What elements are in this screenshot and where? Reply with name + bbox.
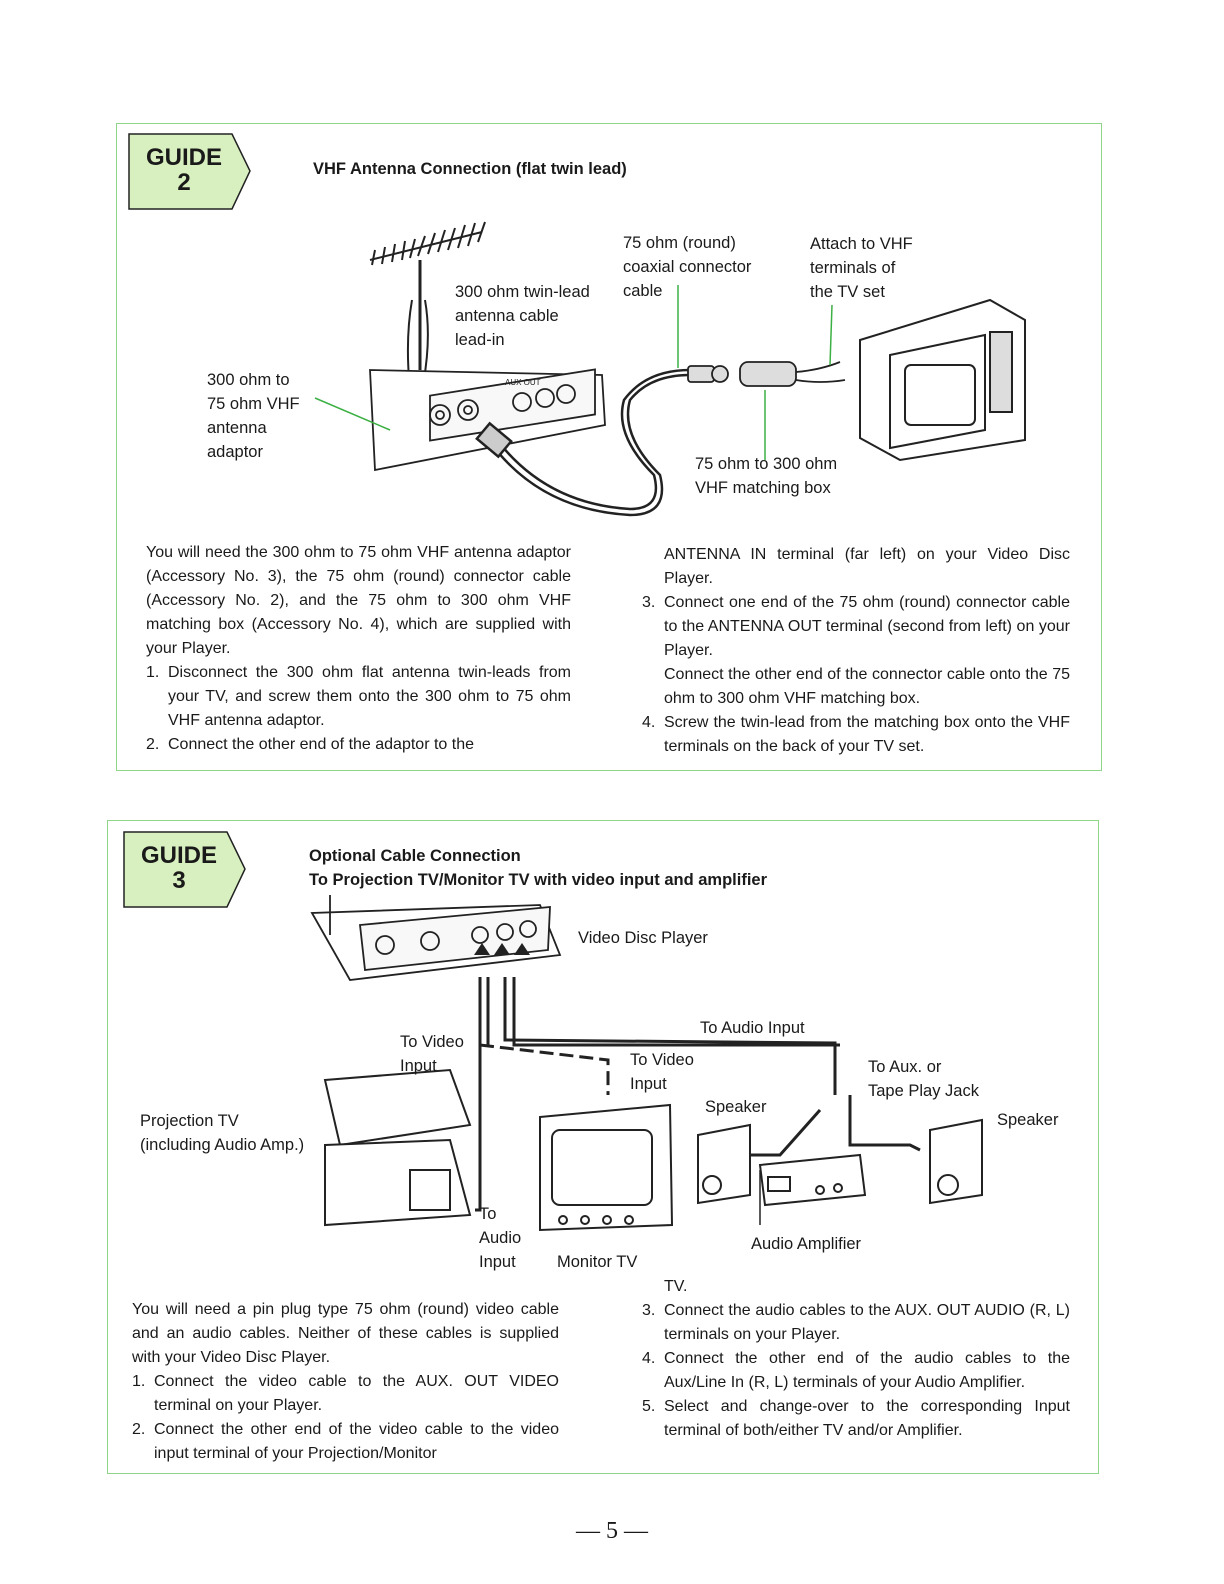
player-rear-panel-icon: AUX OUT	[369, 368, 606, 472]
guide-2-text-left: You will need the 300 ohm to 75 ohm VHF …	[146, 541, 571, 757]
guide-3-step-3: 3.Connect the audio cables to the AUX. O…	[642, 1302, 1070, 1343]
guide-3-tag: GUIDE 3	[123, 831, 255, 909]
guide-3-title-line2: To Projection TV/Monitor TV with video i…	[309, 871, 768, 889]
guide-3-text-left: You will need a pin plug type 75 ohm (ro…	[132, 1298, 559, 1466]
label-to-aux: To Aux. or Tape Play Jack	[868, 1058, 979, 1100]
guide-3-text-right: TV. 3.Connect the audio cables to the AU…	[642, 1275, 1070, 1443]
guide-3-step-1: 1.Connect the video cable to the AUX. OU…	[132, 1373, 559, 1414]
video-cable	[475, 977, 490, 1212]
leader-lines	[314, 285, 833, 460]
label-matching-box: 75 ohm to 300 ohm VHF matching box	[695, 455, 838, 497]
label-monitor-tv: Monitor TV	[557, 1253, 638, 1271]
guide-2-title: VHF Antenna Connection (flat twin lead)	[313, 160, 627, 178]
tv-set-icon	[859, 298, 1026, 462]
monitor-tv-icon	[539, 1103, 674, 1232]
label-speaker-right: Speaker	[997, 1111, 1059, 1129]
guide-2-step-4: 4.Screw the twin-lead from the matching …	[642, 714, 1070, 755]
guide-2-step-3-extra: Connect the other end of the connector c…	[664, 666, 1070, 707]
guide-2-number: 2	[177, 169, 191, 196]
guide-3-step-5: 5.Select and change-over to the correspo…	[642, 1398, 1070, 1439]
speaker-left-icon	[697, 1123, 751, 1205]
guide-2-step-2-continued: ANTENNA IN terminal (far left) on your V…	[664, 546, 1070, 587]
label-antenna-adaptor: 300 ohm to 75 ohm VHF antenna adaptor	[207, 371, 300, 461]
guide-3-word: GUIDE	[140, 842, 217, 869]
guide-3-number: 3	[172, 867, 186, 894]
label-projection-tv: Projection TV (including Audio Amp.)	[140, 1112, 305, 1154]
guide-2-intro: You will need the 300 ohm to 75 ohm VHF …	[146, 544, 571, 657]
guide-3-step-2-continued: TV.	[664, 1278, 688, 1295]
plug-arrows-icon	[474, 943, 530, 955]
guide-3-step-4: 4.Connect the other end of the audio cab…	[642, 1350, 1070, 1391]
guide-2-tag: GUIDE 2	[128, 133, 260, 211]
projection-tv-icon	[323, 1068, 472, 1227]
guide-2-text-right: ANTENNA IN terminal (far left) on your V…	[642, 543, 1070, 759]
guide-2-step-3: 3.Connect one end of the 75 ohm (round) …	[642, 594, 1070, 659]
audio-amplifier-icon	[758, 1153, 867, 1207]
speaker-right-icon	[929, 1118, 983, 1205]
guide-2-word: GUIDE	[145, 144, 222, 171]
guide-3-intro: You will need a pin plug type 75 ohm (ro…	[132, 1301, 559, 1366]
audio-cables	[479, 977, 921, 1157]
label-to-video-input-left: To Video Input	[400, 1033, 464, 1075]
guide-3-step-2: 2.Connect the other end of the video cab…	[132, 1421, 559, 1462]
svg-text:AUX OUT: AUX OUT	[505, 378, 541, 387]
label-to-video-input-mid: To Video Input	[630, 1051, 694, 1093]
label-to-audio-input-top: To Audio Input	[700, 1019, 805, 1037]
guide-2-step-1: 1.Disconnect the 300 ohm flat antenna tw…	[146, 664, 571, 729]
cable-connection-diagram	[310, 895, 983, 1232]
page-number: — 5 —	[576, 1518, 648, 1544]
label-audio-amplifier: Audio Amplifier	[751, 1235, 862, 1253]
label-to-audio-input-bottom: To Audio Input	[479, 1205, 522, 1271]
guide-2-step-2: 2.Connect the other end of the adaptor t…	[146, 736, 474, 753]
label-speaker-left: Speaker	[705, 1098, 767, 1116]
matching-box-icon	[687, 361, 846, 387]
coax-cable-icon	[475, 368, 691, 517]
label-attach-vhf: Attach to VHF terminals of the TV set	[810, 235, 913, 301]
label-video-disc-player: Video Disc Player	[578, 929, 708, 947]
guide-3-title-line1: Optional Cable Connection	[309, 847, 521, 865]
vhf-antenna-diagram: AUX OUT	[314, 221, 1026, 517]
label-300-ohm-cable: 300 ohm twin-lead antenna cable lead-in	[455, 283, 590, 349]
video-disc-player-icon	[310, 895, 562, 981]
label-coax-cable: 75 ohm (round) coaxial connector cable	[623, 234, 752, 300]
